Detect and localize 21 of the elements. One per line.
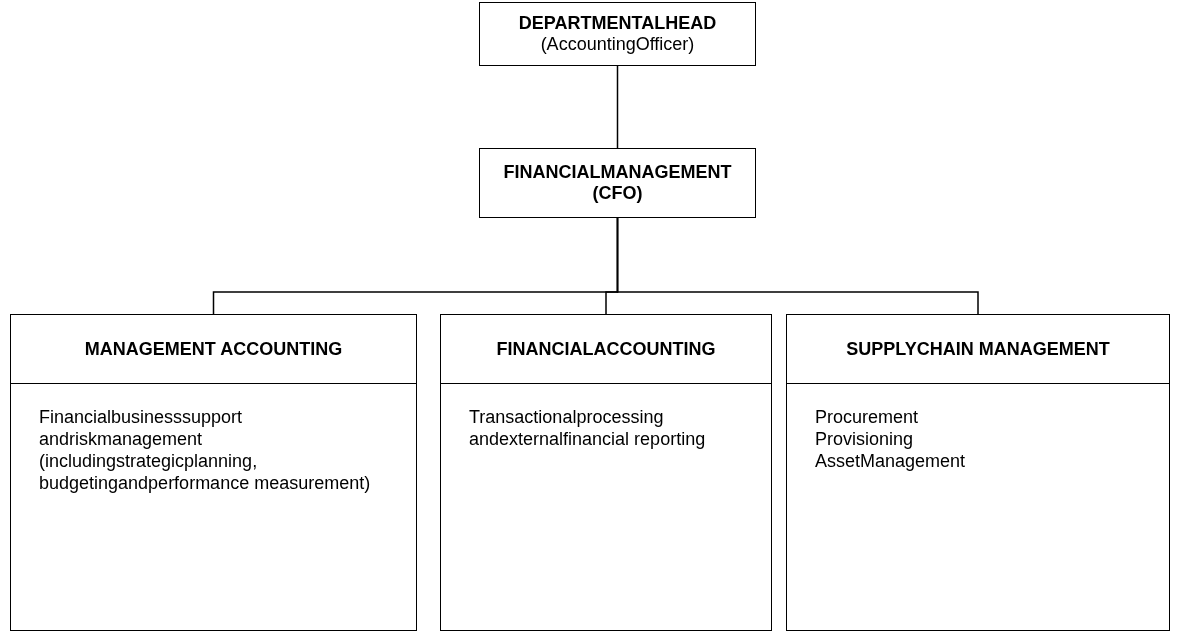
node-title: DEPARTMENTALHEAD xyxy=(518,13,717,34)
connector-line xyxy=(616,65,619,149)
title-box xyxy=(786,314,1170,384)
title-box xyxy=(10,314,417,384)
description-text: Financialbusinesssupport andriskmanagement (includingstrategicplanning, budgetingandperformance measurement) xyxy=(39,406,372,494)
description-text: Procurement xyxy=(815,406,920,428)
node-title: FINANCIALACCOUNTING xyxy=(496,338,716,360)
description-text: Transactionalprocessing andexternalfinancial reporting xyxy=(469,406,707,450)
description-text: Provisioning xyxy=(815,428,915,450)
connector-line xyxy=(616,217,979,315)
title-box xyxy=(440,314,772,384)
description-box xyxy=(786,383,1170,631)
title-box xyxy=(479,2,756,66)
node-title: MANAGEMENT ACCOUNTING xyxy=(84,338,343,360)
title-box xyxy=(479,148,756,218)
description-box xyxy=(440,383,772,631)
node-title: FINANCIALMANAGEMENT (CFO) xyxy=(502,162,733,204)
node-title: SUPPLYCHAIN MANAGEMENT xyxy=(846,338,1110,360)
description-box xyxy=(10,383,417,631)
node-subtitle: (AccountingOfficer) xyxy=(540,34,695,55)
description-text: AssetManagement xyxy=(815,450,967,472)
